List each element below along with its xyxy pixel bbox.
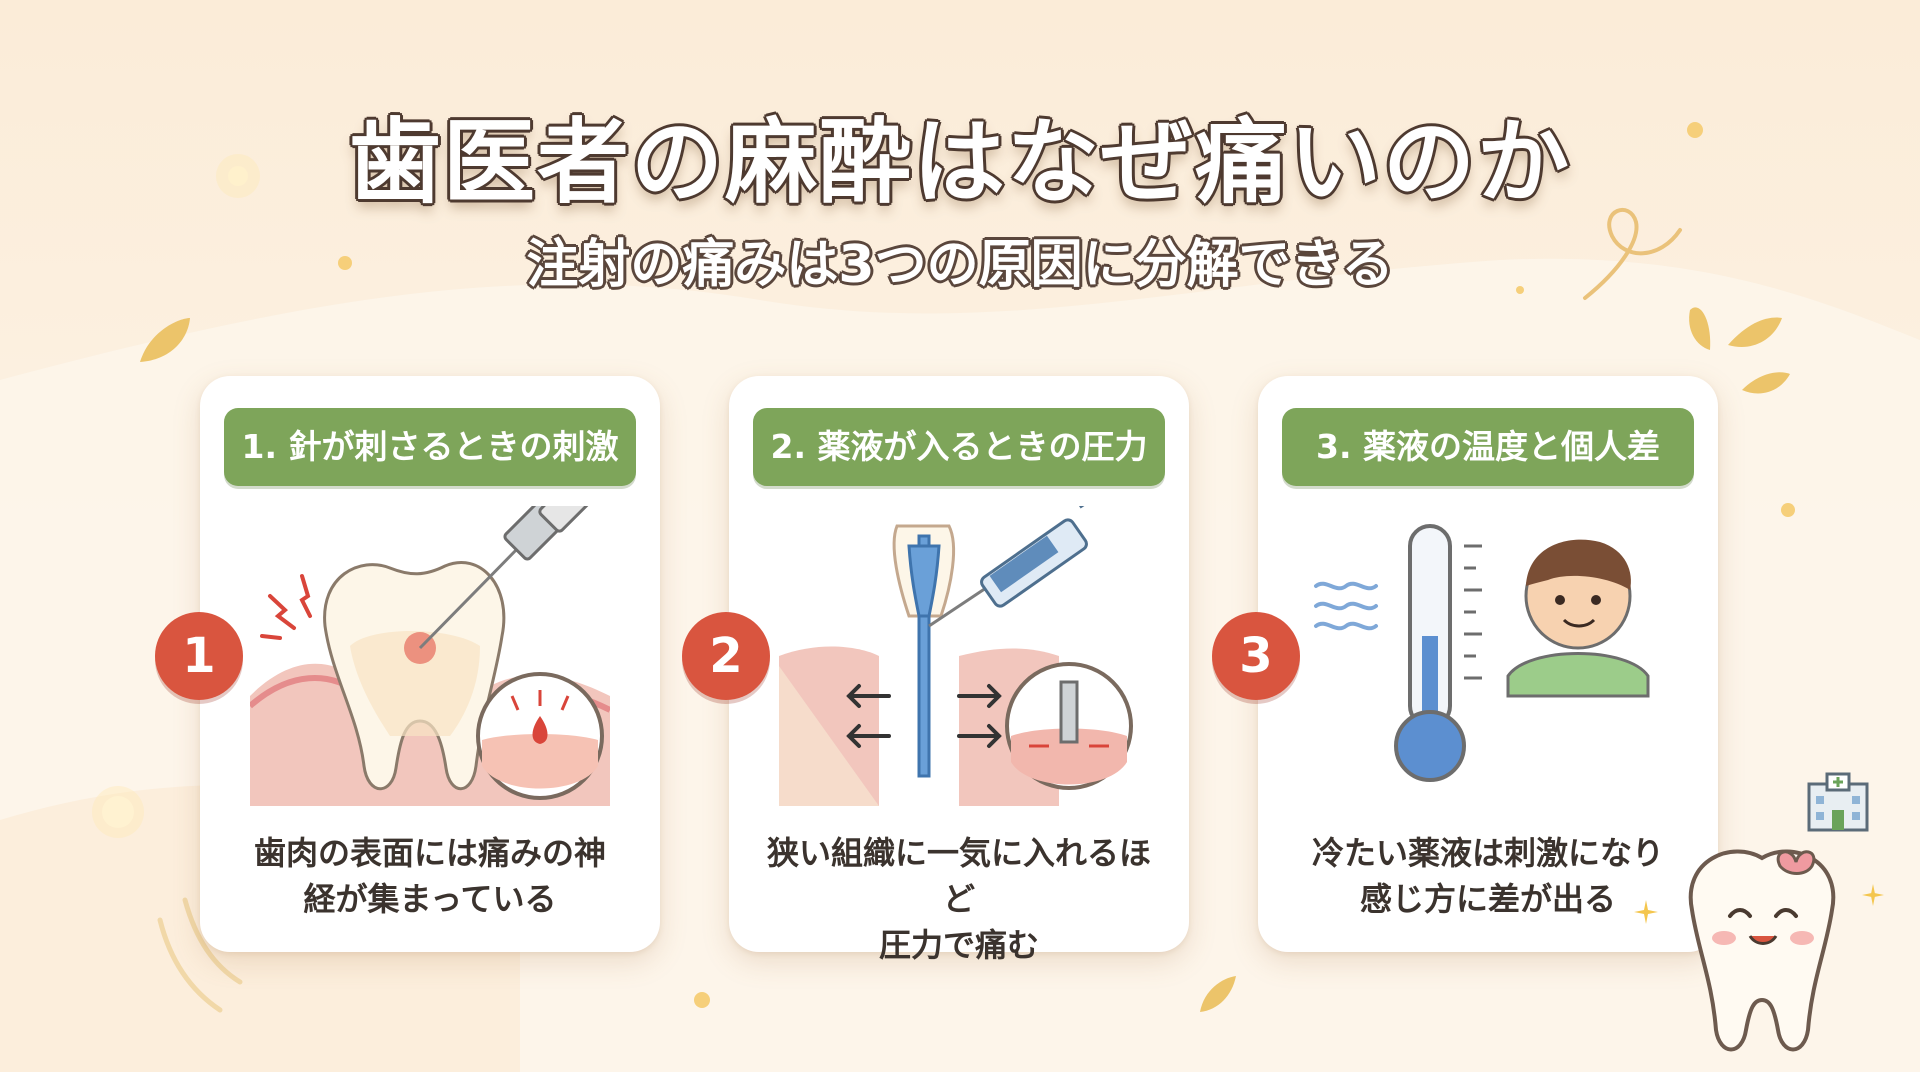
card-label: 1. 針が刺さるときの刺激 (224, 408, 636, 486)
temperature-person-illustration (1314, 524, 1650, 782)
cause-card-temperature: 3. 薬液の温度と個人差 冷たい薬液は刺激にな (1258, 376, 1718, 952)
person-icon (1506, 539, 1650, 698)
card-description: 冷たい薬液は刺激になり 感じ方に差が出る (1282, 830, 1694, 922)
pain-spark-icon (260, 574, 312, 640)
number-badge-3: 3 (1212, 612, 1300, 700)
card-description-line: 歯肉の表面には痛みの神 (253, 834, 606, 872)
tooth-needle-illustration (250, 506, 610, 806)
card-description-line: 経が集まっている (303, 880, 557, 918)
needle-icon (418, 506, 602, 650)
number-badge-1: 1 (155, 612, 243, 700)
syringe-icon (928, 506, 1088, 628)
page-title: 歯医者の麻酔はなぜ痛いのか (348, 109, 1571, 216)
sparkle-icon (1862, 884, 1884, 906)
card-description: 歯肉の表面には痛みの神 経が集まっている (224, 830, 636, 922)
injection-pressure-illustration (779, 506, 1133, 806)
thermometer-icon (1394, 524, 1482, 782)
hospital-icon (1807, 772, 1869, 832)
cold-wave-icon (1314, 581, 1378, 631)
card-description-line: 冷たい薬液は刺激になり (1311, 834, 1664, 872)
pressure-closeup-icon (1005, 662, 1133, 790)
card-label: 3. 薬液の温度と個人差 (1282, 408, 1694, 486)
card-label: 2. 薬液が入るときの圧力 (753, 408, 1165, 486)
card-description: 狭い組織に一気に入れるほど 圧力で痛む (753, 830, 1165, 968)
number-badge-2: 2 (682, 612, 770, 700)
cause-card-needle: 1. 針が刺さるときの刺激 歯肉の表面には痛みの神 経が集まっている (200, 376, 660, 952)
card-description-line: 狭い組織に一気に入れるほど (766, 834, 1151, 918)
card-description-line: 感じ方に差が出る (1359, 880, 1616, 918)
sparkle-icon (1634, 900, 1658, 924)
page-subtitle: 注射の痛みは3つの原因に分解できる (526, 235, 1394, 295)
card-description-line: 圧力で痛む (878, 926, 1039, 964)
tooth-mascot-icon (1688, 849, 1836, 1052)
cause-card-pressure: 2. 薬液が入るときの圧力 狭い組織に一気に入れるほど 圧力で痛む (729, 376, 1189, 964)
nerve-closeup-icon (476, 672, 604, 800)
pressure-arrows-icon (846, 684, 1002, 748)
